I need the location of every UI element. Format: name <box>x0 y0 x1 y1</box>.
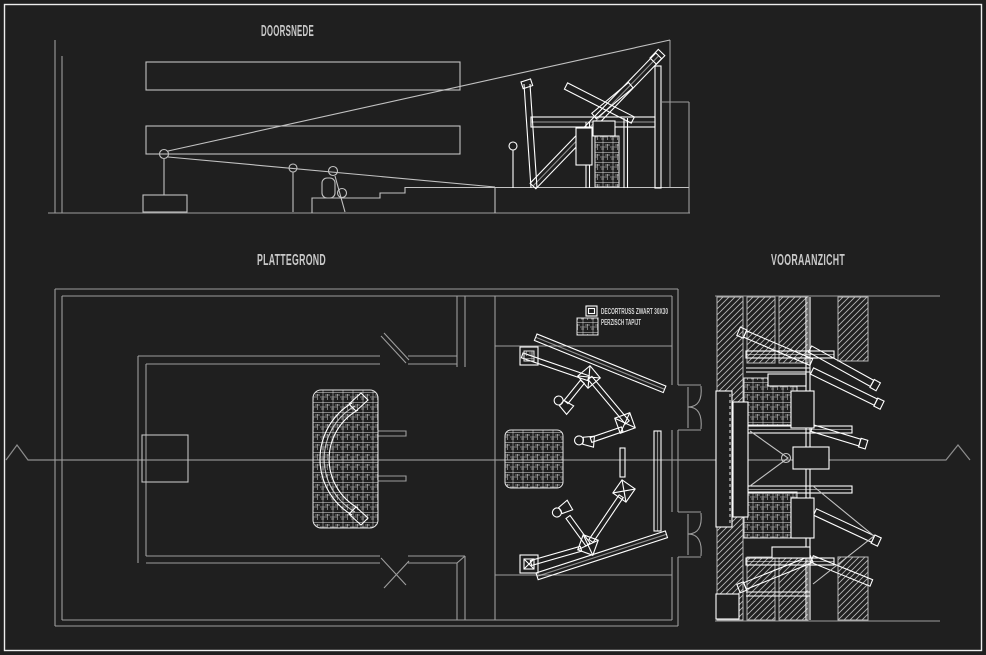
beamer-stand <box>142 194 188 213</box>
carpet-swatch-icon <box>576 317 599 336</box>
truss-slab-bottom <box>771 546 811 559</box>
truss-base-marker-top <box>519 346 539 366</box>
screen-panel-inner <box>732 401 749 518</box>
truss-top-box <box>592 120 616 137</box>
stage-platform <box>311 186 689 213</box>
plan-double-door-lower <box>678 511 702 558</box>
section-room-shell <box>48 40 690 214</box>
vooraanzicht-title: VOORAANZICHT <box>771 252 845 269</box>
front-guy-lines <box>749 430 875 585</box>
doorsnede-title: DOORSNEDE <box>261 23 314 40</box>
person-head <box>327 165 339 177</box>
legend-item-carpet: PERZISCH TAPIJT <box>601 318 641 327</box>
plan-carpet-couch <box>312 389 379 529</box>
section-stage-structure <box>508 48 666 190</box>
legend-item-truss: DECORTRUSS ZWART 30X30 <box>601 307 668 316</box>
section-balconies <box>145 61 461 155</box>
stage-long-truss-top <box>533 333 667 394</box>
front-floor-ceiling-lines <box>715 295 940 622</box>
truss-base-marker-bottom <box>519 554 539 574</box>
sheet-border <box>3 3 983 652</box>
plan-carpet <box>312 389 379 529</box>
stage-carpet <box>504 429 564 489</box>
speaker-box <box>575 127 593 166</box>
plan-double-door-upper <box>678 384 702 431</box>
doorsnede-view: DOORSNEDE <box>48 23 690 214</box>
vooraanzicht-view: VOORAANZICHT <box>715 252 940 622</box>
truss-slab-top <box>767 373 807 387</box>
plan-room-walls <box>54 288 679 627</box>
hanging-carpet <box>594 135 620 188</box>
curved-couch <box>319 392 369 526</box>
stage-long-truss-bottom <box>535 530 669 581</box>
front-corner-box <box>715 593 740 620</box>
projector-beam <box>142 39 671 213</box>
truss-section-icon <box>585 305 598 317</box>
legend: DECORTRUSS ZWART 30X30 PERZISCH TAPIJT <box>576 305 668 336</box>
front-speaker-top <box>790 390 815 429</box>
plan-projector-block <box>141 434 189 483</box>
seated-person <box>321 177 336 199</box>
plan-passage <box>378 430 407 482</box>
plan-door-leaf-lower <box>380 557 410 589</box>
front-carpet-bottom <box>743 491 798 539</box>
front-diagonal-trusses <box>736 326 885 594</box>
plan-inner-zone <box>137 296 466 620</box>
pivot-circle <box>780 452 792 464</box>
centerline <box>5 443 971 461</box>
screen-panel-outer <box>715 390 733 528</box>
front-center-box <box>792 446 830 470</box>
projection-beams <box>167 39 671 188</box>
plattegrond-view: PLATTEGROND <box>54 252 702 627</box>
front-speaker-bottom <box>790 497 815 539</box>
stage-mic-icon <box>508 141 518 151</box>
plan-stage-zone: DECORTRUSS ZWART 30X30 PERZISCH TAPIJT <box>494 296 672 620</box>
truss-post-right <box>654 65 662 189</box>
plattegrond-title: PLATTEGROND <box>257 252 326 269</box>
beamer-icon <box>158 148 170 160</box>
plan-door-leaf-upper <box>380 332 410 364</box>
front-panels-boxes <box>715 373 830 620</box>
section-audience <box>288 163 689 213</box>
truss-post-left <box>520 78 538 189</box>
